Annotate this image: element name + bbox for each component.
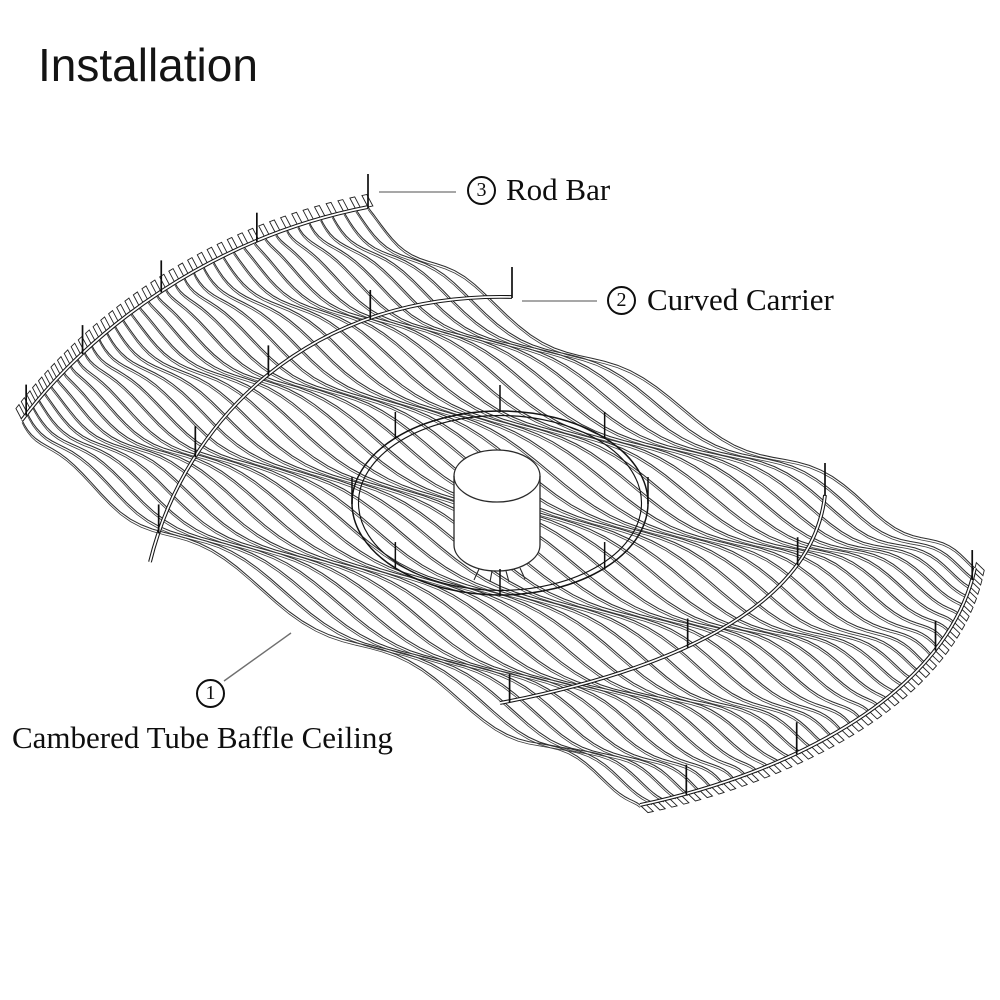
column-base-tab — [505, 570, 510, 583]
column-cylinder — [453, 449, 541, 583]
leader-lines — [223, 191, 597, 682]
callout-1-circle: 1 — [196, 679, 225, 708]
baffle-tubes — [21, 206, 976, 808]
callout-3-number: 3 — [476, 179, 487, 201]
leader-baffle-ceiling — [223, 632, 292, 682]
ring-rod-bars — [351, 385, 649, 596]
callout-2-number: 2 — [616, 289, 627, 311]
page-title: Installation — [38, 39, 258, 91]
callout-3-circle: 3 — [467, 176, 496, 205]
callout-3-label: Rod Bar — [506, 172, 611, 207]
column-base-tab — [519, 567, 526, 580]
callout-1-number: 1 — [205, 682, 216, 704]
carrier-bottom-edge — [639, 567, 977, 807]
callout-2-label: Curved Carrier — [647, 282, 834, 317]
callout-1-label: Cambered Tube Baffle Ceiling — [12, 720, 393, 755]
rod-bars — [25, 174, 974, 795]
callout-2-circle: 2 — [607, 286, 636, 315]
column-base-tab — [489, 570, 493, 583]
column-base-tab — [473, 568, 480, 581]
